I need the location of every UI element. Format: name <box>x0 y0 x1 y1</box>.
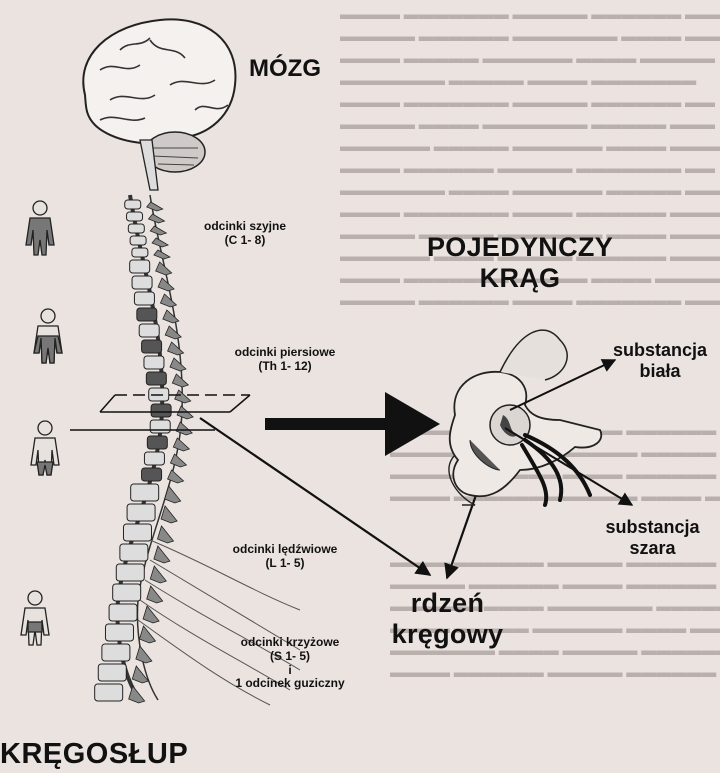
spine-label: KRĘGOSŁUP <box>0 738 188 771</box>
single-vertebra-label: POJEDYNCZY KRĄG <box>420 232 620 294</box>
vertebra-body <box>113 584 141 601</box>
thoracic-name: odcinki piersiowe <box>215 346 355 360</box>
vertebra-body <box>102 644 130 661</box>
vertebra-body <box>98 664 126 681</box>
grey-matter-line2: szara <box>590 538 715 559</box>
spinous-process <box>136 646 152 663</box>
spinous-process <box>154 250 170 259</box>
sacral-and: i <box>225 664 355 678</box>
spinous-process <box>152 238 168 247</box>
cervical-name: odcinki szyjne <box>185 220 305 234</box>
vertebra-body <box>144 452 164 465</box>
vertebra-body <box>109 604 137 621</box>
spinous-process <box>139 626 155 643</box>
vertebra-body <box>127 504 155 521</box>
spinous-process <box>161 506 177 523</box>
spinous-process <box>154 546 170 563</box>
spinous-process <box>176 422 192 435</box>
vertebra-body <box>144 356 164 369</box>
spinous-process <box>158 278 174 291</box>
spinous-process <box>157 526 173 543</box>
lumbar-range: (L 1- 5) <box>215 557 355 571</box>
vertebra-body <box>127 212 143 221</box>
spinal-cord-line1: rdzeń <box>380 588 515 619</box>
single-vertebra-line2: KRĄG <box>420 263 620 294</box>
vertebra-body <box>150 420 170 433</box>
vertebra-body <box>151 404 171 417</box>
spinous-process <box>147 202 163 211</box>
spinous-process <box>147 586 163 603</box>
spinous-process <box>149 214 165 223</box>
cervical-label: odcinki szyjne (C 1- 8) <box>185 220 305 248</box>
spinous-process <box>163 310 179 323</box>
cervical-range: (C 1- 8) <box>185 234 305 248</box>
single-vertebra-line1: POJEDYNCZY <box>420 232 620 263</box>
vertebra-body <box>132 248 148 257</box>
vertebra-body <box>134 292 154 305</box>
big-arrow <box>265 392 440 456</box>
spinous-process <box>168 342 184 355</box>
thoracic-range: (Th 1- 12) <box>215 360 355 374</box>
vertebra-body <box>95 684 123 701</box>
lumbar-name: odcinki lędźwiowe <box>215 543 355 557</box>
vertebra-body <box>146 372 166 385</box>
spinous-process <box>160 294 176 307</box>
vertebra-body <box>142 468 162 481</box>
spinous-process <box>170 454 186 467</box>
grey-matter-label: substancja szara <box>590 517 715 558</box>
spinal-cord-line2: kręgowy <box>380 619 515 650</box>
sacral-range: (S 1- 5) <box>225 650 355 664</box>
vertebra-body <box>128 224 144 233</box>
brain-label: MÓZG <box>225 55 345 83</box>
sacral-label: odcinki krzyżowe (S 1- 5) i 1 odcinek gu… <box>225 636 355 691</box>
spinous-process <box>165 486 181 503</box>
white-matter-label: substancja biała <box>600 340 720 381</box>
vertebra-body <box>147 436 167 449</box>
spinous-process <box>170 358 186 371</box>
spinous-process <box>173 438 189 451</box>
vertebra-body <box>116 564 144 581</box>
vertebra-body <box>130 260 150 273</box>
thoracic-label: odcinki piersiowe (Th 1- 12) <box>215 346 355 374</box>
sacral-name: odcinki krzyżowe <box>225 636 355 650</box>
vertebra-body <box>137 308 157 321</box>
vertebra-body <box>120 544 148 561</box>
spinous-process <box>165 326 181 339</box>
spinous-process <box>143 606 159 623</box>
spinal-cord-label: rdzeń kręgowy <box>380 588 515 650</box>
spinous-process <box>150 226 166 235</box>
vertebra-body <box>139 324 159 337</box>
vertebra-body <box>105 624 133 641</box>
brain-illustration <box>83 19 235 190</box>
white-matter-line1: substancja <box>600 340 720 361</box>
vertebra-body <box>142 340 162 353</box>
spine-illustration <box>95 195 300 705</box>
body-figures <box>21 201 62 645</box>
lumbar-label: odcinki lędźwiowe (L 1- 5) <box>215 543 355 571</box>
vertebra-body <box>125 200 141 209</box>
white-matter-line2: biała <box>600 361 720 382</box>
vertebra-body <box>130 236 146 245</box>
vertebra-illustration <box>449 330 601 505</box>
coccyx-label: 1 odcinek guziczny <box>225 677 355 691</box>
vertebra-body <box>132 276 152 289</box>
spinous-process <box>172 374 188 387</box>
grey-matter-line1: substancja <box>590 517 715 538</box>
vertebra-body <box>131 484 159 501</box>
vertebra-body <box>123 524 151 541</box>
